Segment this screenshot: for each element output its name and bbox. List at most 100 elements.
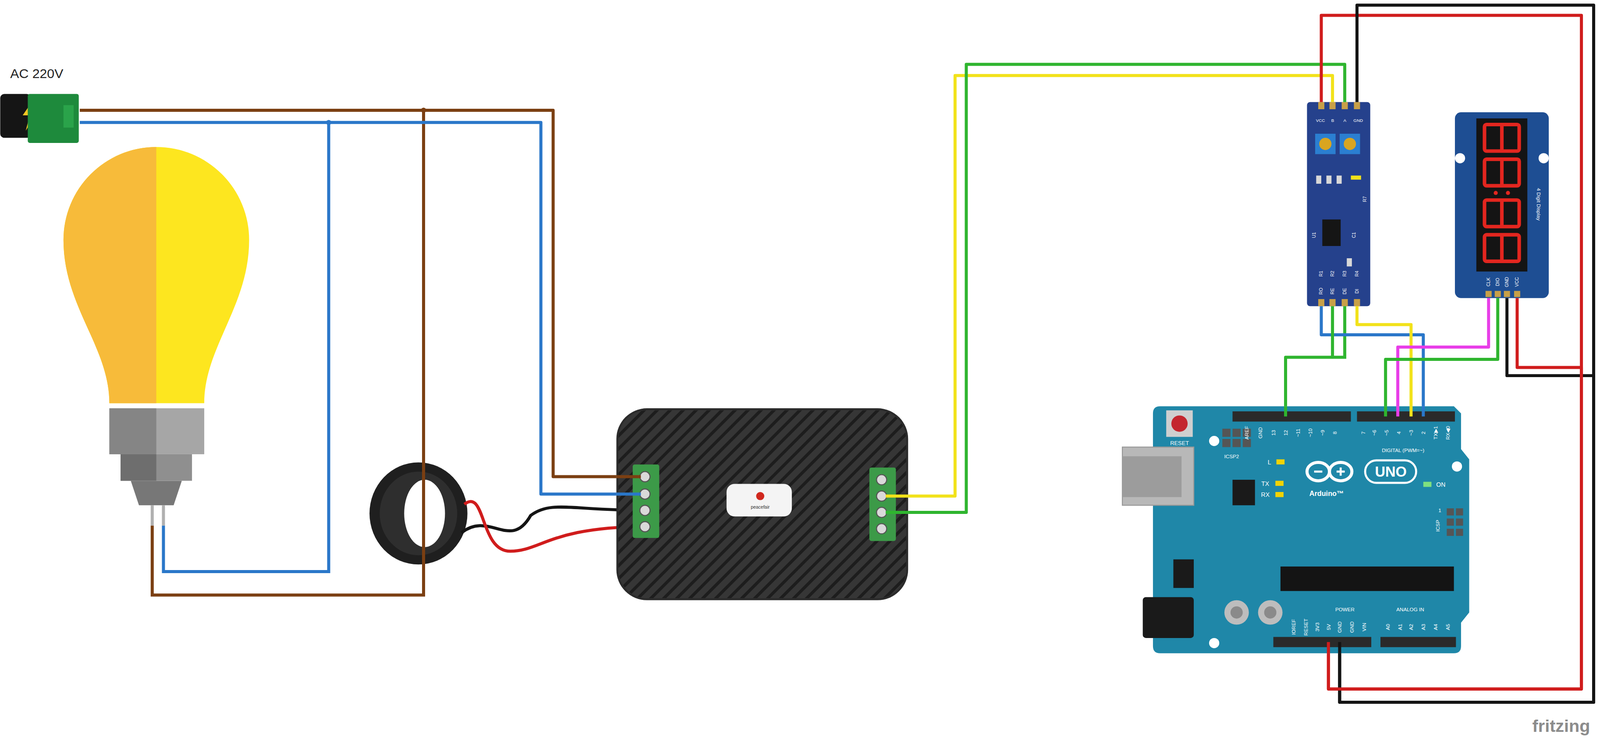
light-bulb-part [63,146,157,403]
rs485-board-part [1339,133,1361,155]
display-board [1454,112,1549,299]
display-board-part-part [1484,199,1519,227]
pin-label: GND [1337,620,1343,633]
arduino-board-part [1122,447,1194,506]
wire [1328,298,1582,689]
pin-label: 8 [1332,431,1338,434]
arduino-board-part [1232,428,1241,437]
display-board-part [1505,190,1510,195]
display-board-part-part [1484,159,1519,186]
four-digit-display: 4 Digit DisplayCLKDIOGNDVCC [1454,112,1549,299]
pin-label: CLK [1486,276,1491,286]
arduino-board-part [1166,410,1193,437]
part-label: UNO [1374,464,1407,479]
header-stubs-part [1383,405,1388,416]
arduino-board-part [1209,637,1220,648]
pin-label: ~6 [1372,429,1378,436]
part-label: GND [1353,118,1363,123]
display-board-part [1454,112,1549,299]
energy-meter-housing-part [755,491,765,501]
pin-label: 2 [1420,431,1427,434]
light-bulb-part [150,504,154,526]
display-board-part-part [1484,124,1519,152]
watermark: fritzing [1532,716,1591,735]
rs485-board-part [1343,137,1356,150]
rs485-board-part [1329,298,1336,306]
energy-meter-housing-part [639,488,650,499]
energy-meter-housing-part [639,504,650,515]
pin-label: GND [1349,620,1355,633]
part-label: VCC [1316,118,1326,123]
display-board-part [1484,124,1519,262]
lamp-wires-part [163,122,329,572]
wire [79,122,617,494]
rs485-board-part [1326,175,1332,184]
rs485-board-part [1353,298,1360,306]
rs485-board [1306,102,1370,307]
part-label: Arduino™ [1309,489,1345,497]
arduino-board-part [1455,507,1463,515]
rs485-bridge-wire-part [1332,305,1345,357]
header-stubs-part [1337,641,1342,653]
arduino-board-part [1264,606,1277,619]
wire [1321,15,1582,689]
power-jack-part [27,93,79,143]
rs485-board-part [1306,102,1370,307]
arduino-board-part [1273,636,1372,647]
pin-label: IOREF [1291,618,1297,635]
power-jack-part [63,105,74,128]
pin-label: DIO [1495,277,1501,286]
pin-label: A3 [1420,623,1427,630]
pin-label: DE [1342,287,1348,295]
rs485-board-part [1351,175,1362,180]
pin-label: 7 [1360,431,1366,434]
rs485-board-part [1318,102,1325,110]
arduino-board-part [1380,636,1456,647]
wire [1397,298,1489,407]
part-label: RX [1261,491,1270,498]
pin-label: GND [1257,426,1263,439]
rs485-board-part [1315,133,1336,155]
arduino-uno-board: RESETICSP2AREFGND1312~11~10~987~6~54~32T… [1152,406,1470,653]
pin-label: TX▶1 [1433,425,1439,440]
arduino-board-part [1258,599,1283,625]
light-bulb-part [120,454,192,481]
wire [908,64,1345,513]
rs485-board-part [1346,258,1352,267]
arduino-board-part [1232,438,1241,448]
pin-label: VCC [1514,276,1520,287]
energy-meter-housing-part [618,410,906,598]
wire [79,109,617,477]
power-jack-part [0,93,32,138]
part-label: AC 220V [10,67,64,81]
pin-label: RE [1330,287,1335,295]
part-label: L [1267,459,1272,466]
arduino-board-part [1275,480,1284,486]
arduino-board-part [1446,528,1454,536]
pin-label: 5V [1326,623,1332,630]
display-board-part [1454,152,1466,164]
arduino-board-part [1306,461,1330,481]
display-board-part-part [1500,199,1504,227]
part-label: 1 [1438,507,1441,513]
pin-label: 4 Digit Display [1536,188,1542,221]
arduino-board-part [1446,507,1454,515]
power-jack [0,93,79,143]
arduino-board-part [1222,428,1231,437]
pin-label: A2 [1408,623,1414,630]
wire [1339,5,1594,703]
arduino-board-part [1276,459,1285,465]
terminal-stubs-part [885,494,909,498]
part-label: ANALOG IN [1396,606,1424,612]
pin-label: R7 [1362,195,1368,202]
arduino-board [1122,405,1469,653]
arduino-board-part [1423,481,1432,487]
arduino-board-part [1455,518,1463,526]
pin-label: 4 [1396,431,1402,434]
rs485-board-part [1318,298,1325,306]
energy-meter-housing-part [639,521,650,532]
part-label: DIGITAL (PWM=~) [1381,447,1425,453]
energy-meter-housing-part [876,490,887,501]
